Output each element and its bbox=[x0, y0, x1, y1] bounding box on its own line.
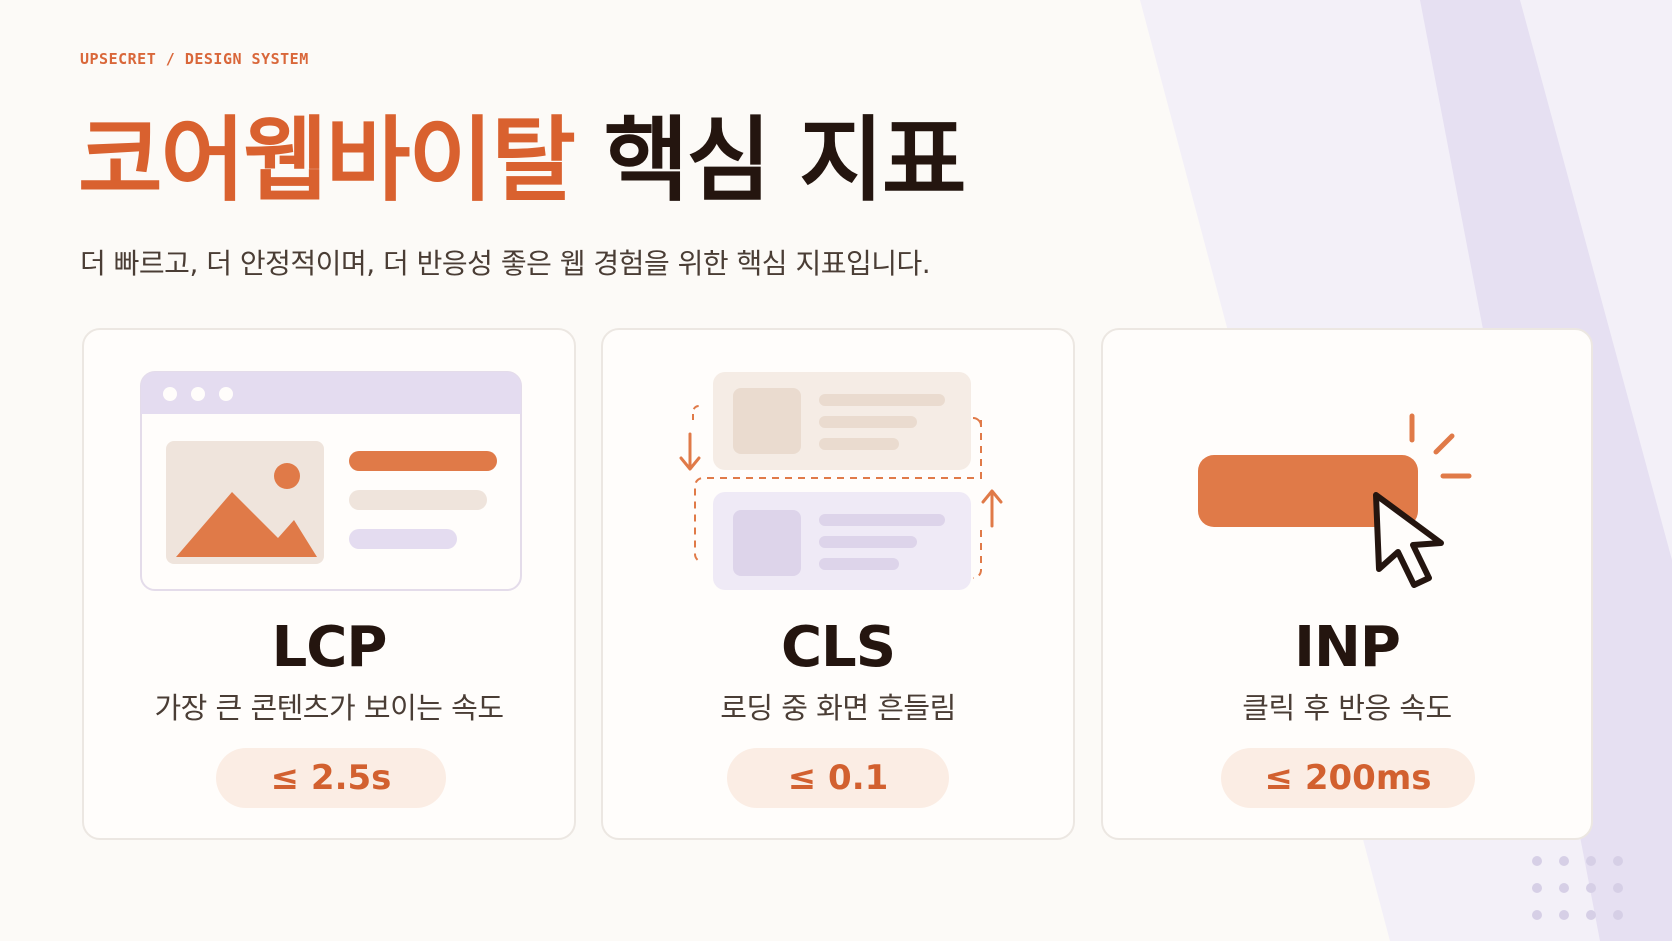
metric-name: LCP bbox=[271, 615, 388, 680]
metric-threshold-badge: ≤ 200ms bbox=[1221, 748, 1475, 808]
dot-grid-decoration bbox=[1532, 856, 1623, 920]
metric-description: 가장 큰 콘텐츠가 보이는 속도 bbox=[154, 691, 504, 725]
layout-shift-icon bbox=[679, 372, 1003, 590]
metric-name: CLS bbox=[780, 615, 896, 680]
breadcrumb-kicker: UPSECRET / DESIGN SYSTEM bbox=[80, 50, 309, 68]
page-title: 코어웹바이탈 핵심 지표 bbox=[78, 107, 967, 214]
metric-threshold-badge: ≤ 2.5s bbox=[216, 748, 446, 808]
metric-description: 로딩 중 화면 흔들림 bbox=[720, 691, 956, 725]
metric-card-inp: INP 클릭 후 반응 속도 ≤ 200ms bbox=[1101, 328, 1593, 840]
metric-card-lcp: LCP 가장 큰 콘텐츠가 보이는 속도 ≤ 2.5s bbox=[82, 328, 576, 840]
metric-name: INP bbox=[1294, 615, 1401, 680]
page-subtitle: 더 빠르고, 더 안정적이며, 더 반응성 좋은 웹 경험을 위한 핵심 지표입… bbox=[80, 247, 931, 280]
metric-threshold-badge: ≤ 0.1 bbox=[727, 748, 949, 808]
page-title-accent: 코어웹바이탈 bbox=[78, 107, 576, 214]
browser-window-image-icon bbox=[140, 371, 522, 591]
page-title-rest: 핵심 지표 bbox=[603, 107, 967, 214]
click-cursor-icon bbox=[1198, 413, 1472, 588]
metric-description: 클릭 후 반응 속도 bbox=[1242, 691, 1452, 725]
metric-card-cls: CLS 로딩 중 화면 흔들림 ≤ 0.1 bbox=[601, 328, 1075, 840]
